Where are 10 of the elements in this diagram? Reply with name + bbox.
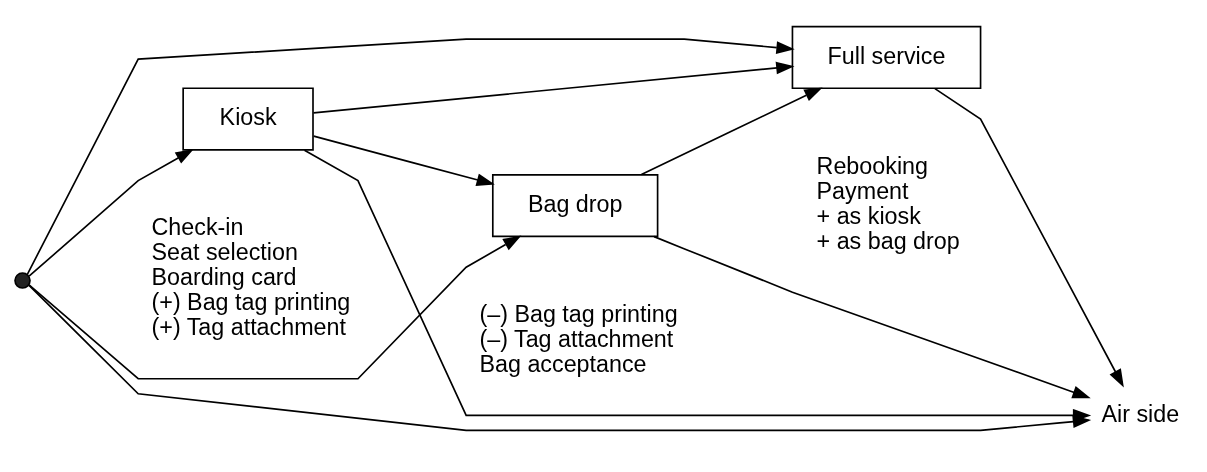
node-label: + as bag drop <box>816 228 960 255</box>
node-label: (+) Bag tag printing <box>151 289 351 315</box>
node-label: Check-in <box>151 214 244 241</box>
node-label: Rebooking <box>816 153 928 180</box>
node-label: Payment <box>816 178 909 205</box>
node-label: + as kiosk <box>816 203 921 230</box>
node-text: Air side <box>1101 400 1180 427</box>
node-label: (–) Bag tag printing <box>479 300 678 327</box>
node-label: Boarding card <box>151 264 297 291</box>
node-label: Seat selection <box>151 239 298 266</box>
